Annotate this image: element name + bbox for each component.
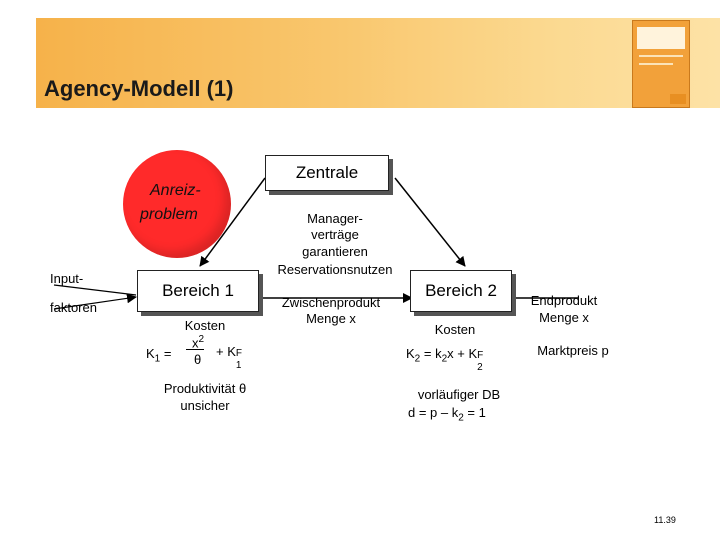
page-title: Agency-Modell (1) [44,76,234,101]
book-cover-label [637,27,685,49]
margin-formula: d = p – k2 = 1 [408,405,518,424]
margin-sub: 2 [458,412,464,424]
area1-box: Bereich 1 [137,270,259,312]
costs2-mid: = k [423,346,442,361]
margin-line-1: vorläufiger DB [417,387,501,402]
area2-label: Bereich 2 [425,281,497,300]
margin-lhs: d = p – k [408,405,459,420]
costs1-numerator: x [192,335,199,351]
contracts-line-4: Reservationsnutzen [277,262,393,277]
contracts-line-3: garantieren [302,244,368,259]
end-product-line-2: Menge x [539,310,589,325]
book-cover-logo [670,94,686,104]
arrow-central-to-area1 [199,177,266,267]
incentive-problem-label-1: Anreiz- [150,182,201,199]
end-product-line-1: Endprodukt [530,293,598,308]
costs2-x: x + K [447,346,478,361]
input-label-1: Input- [50,271,84,286]
contracts-line-2: verträge [311,227,359,242]
margin-rhs: = 1 [463,405,486,420]
productivity-line-1: Produktivität θ [163,381,247,396]
central-box: Zentrale [265,155,389,191]
arrow-central-to-area2 [394,177,466,267]
costs1-numerator-sup: 2 [198,334,205,345]
page-number: 11.39 [654,515,676,525]
area1-label: Bereich 1 [162,281,234,300]
book-cover-line [639,55,683,57]
costs1-fixed-sub: 1 [235,360,242,371]
costs1-lhs: K [146,346,155,361]
costs2-lhs: K [406,346,415,361]
costs2-lhs-sub: 2 [414,353,421,365]
book-cover-line [639,63,673,65]
costs2-fixed-sub: 2 [477,362,483,373]
costs1-fixed: + K [216,344,236,359]
costs1-lhs-sub: 1 [154,353,161,365]
arrow-input-to-area1-head [53,293,137,310]
costs1-denominator: θ [194,352,202,367]
intermediate-line-2: Menge x [306,311,356,326]
intermediate-line-1: Zwischenprodukt [281,295,381,310]
book-cover-image [632,20,690,108]
area2-box: Bereich 2 [410,270,512,312]
costs2-label: Kosten [434,322,476,337]
costs2-fixed-sup: F [477,350,484,361]
incentive-problem-label-2: problem [140,206,198,223]
incentive-problem-circle [123,150,231,258]
costs1-fixed-sup: F [235,348,242,359]
productivity-line-2: unsicher [180,398,230,413]
title-banner: Agency-Modell (1) [36,18,720,108]
costs1-label: Kosten [184,318,226,333]
fraction-bar [186,349,204,350]
arrow-input-to-area1 [53,284,137,296]
central-label: Zentrale [295,163,359,182]
contracts-line-1: Manager- [307,211,363,226]
input-label-2: faktoren [50,300,97,315]
costs2-mid-sub: 2 [441,353,448,365]
market-price-label: Marktpreis p [537,343,609,358]
